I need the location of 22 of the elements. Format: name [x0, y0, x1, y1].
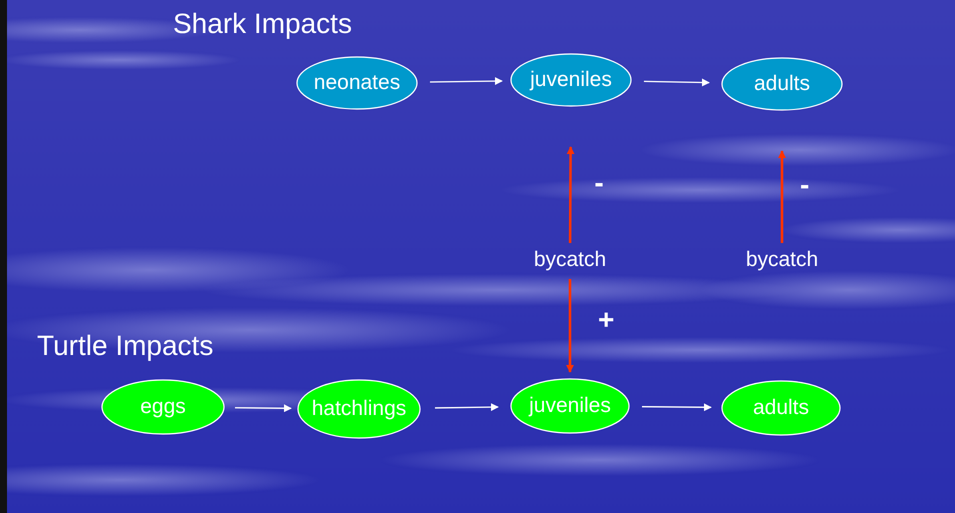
- arrow: [778, 150, 786, 243]
- arrow: [642, 403, 712, 412]
- stage-label: eggs: [140, 395, 186, 419]
- stage-label: juveniles: [530, 68, 612, 92]
- source-label: bycatch: [746, 248, 818, 272]
- stage-label: neonates: [314, 71, 400, 95]
- edge-label: +: [597, 306, 616, 334]
- edge-label: -: [799, 171, 810, 199]
- arrow: [566, 146, 575, 243]
- stage-label: adults: [754, 72, 810, 96]
- stage-label: juveniles: [529, 394, 611, 418]
- arrow: [566, 279, 574, 373]
- stage-label: hatchlings: [312, 397, 406, 421]
- arrow: [434, 403, 499, 412]
- stage-label: adults: [752, 396, 810, 420]
- section-heading: Turtle Impacts: [37, 330, 214, 362]
- source-label: bycatch: [534, 248, 606, 272]
- arrow: [430, 77, 503, 86]
- section-heading: Shark Impacts: [173, 8, 352, 40]
- arrow: [644, 78, 710, 86]
- edge-label: -: [593, 168, 605, 197]
- arrow: [234, 404, 292, 412]
